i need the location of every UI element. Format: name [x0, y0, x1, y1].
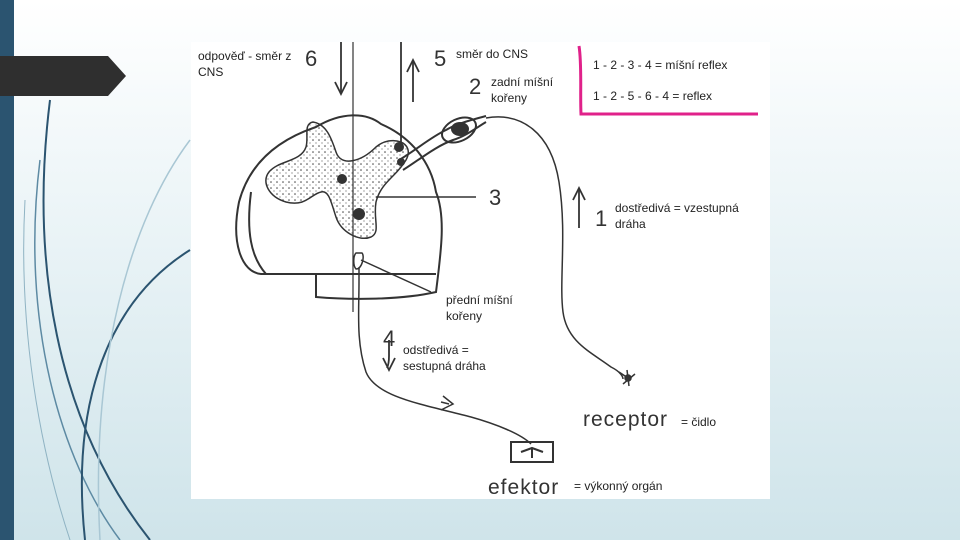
legend-border [577, 45, 758, 116]
label-response-direction-cont: CNS [198, 65, 224, 79]
slide-tab-arrow [0, 56, 126, 96]
label-number-1: 1 [595, 206, 608, 231]
pathway-arrows [334, 42, 586, 373]
afferent-nerve [485, 116, 624, 380]
label-dorsal-roots-cont: kořeny [491, 91, 528, 105]
label-afferent-path: dostředivá = vzestupná [615, 201, 739, 215]
label-efferent-path: odstředivá = [403, 343, 469, 357]
label-ventral-roots: přední míšní [446, 293, 513, 307]
label-receptor: receptor [583, 408, 669, 431]
label-number-6: 6 [305, 46, 318, 71]
dorsal-root [398, 115, 487, 171]
label-dorsal-roots: zadní míšní [491, 75, 554, 89]
label-number-4: 4 [383, 326, 396, 351]
label-number-2: 2 [469, 74, 482, 99]
spinal-cord-outline [235, 114, 443, 300]
reflex-arc-drawing [235, 42, 636, 463]
efferent-nerve [353, 252, 532, 445]
label-cns-direction: směr do CNS [456, 47, 529, 61]
label-efferent-path-cont: sestupná dráha [403, 359, 486, 373]
label-number-3: 3 [489, 185, 502, 210]
label-receptor-definition: = čidlo [681, 415, 717, 429]
label-response-direction: odpověď - směr z [198, 49, 292, 63]
label-effector-definition: = výkonný orgán [574, 479, 663, 493]
legend-spinal-reflex: 1 - 2 - 3 - 4 = míšní reflex [593, 58, 728, 72]
label-ventral-roots-cont: kořeny [446, 309, 483, 323]
leader-lines [360, 196, 476, 411]
left-accent-bar [0, 0, 14, 540]
reflex-arc-figure: odpověď - směr z CNS 6 5 směr do CNS 2 z… [191, 42, 770, 499]
legend-reflex: 1 - 2 - 5 - 6 - 4 = reflex [593, 89, 713, 103]
label-effector: efektor [488, 476, 560, 499]
receptor-icon [618, 369, 636, 387]
label-number-5: 5 [434, 46, 447, 71]
label-afferent-path-cont: dráha [615, 217, 646, 231]
effector-box [510, 441, 554, 463]
